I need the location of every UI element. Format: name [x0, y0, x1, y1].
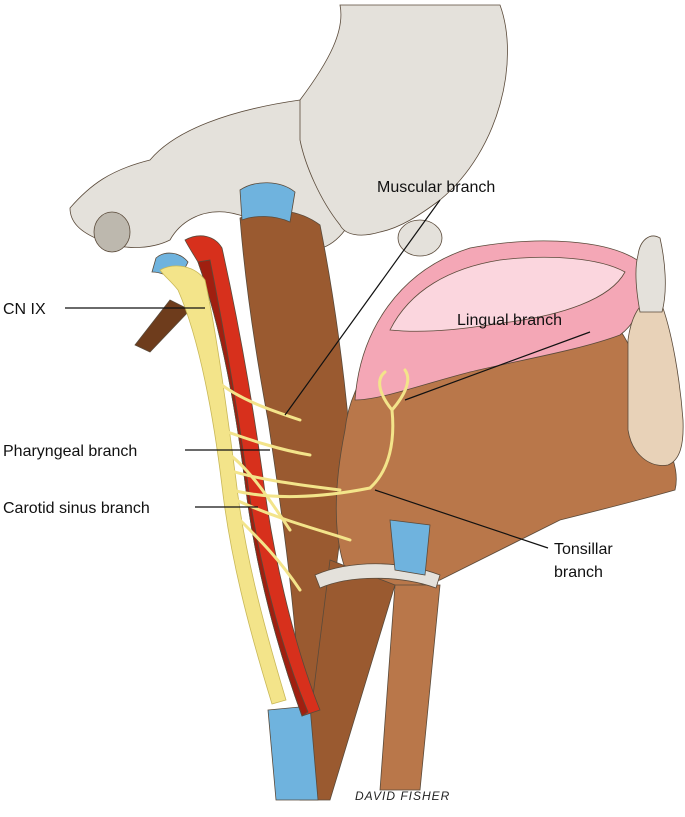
leader-lingual [404, 331, 591, 401]
label-cn-ix: CN IX [3, 301, 46, 318]
nerve-trunk [159, 265, 287, 705]
carotid-artery-shade [197, 259, 309, 717]
leader-lines [65, 199, 591, 549]
mastoid-process [93, 211, 131, 253]
nerve-branches [213, 368, 410, 592]
skull-bone-right [299, 4, 508, 236]
tongue-highlight [389, 256, 626, 332]
lingual-vein [389, 519, 431, 576]
bone-knob [397, 219, 443, 257]
nerve-branch-fiber [378, 370, 394, 412]
leader-muscular [284, 199, 441, 416]
veins [151, 182, 431, 801]
nerve-branch-fiber [390, 368, 410, 412]
vein-at-skull [239, 182, 296, 223]
nerve-branch-fiber [234, 498, 352, 542]
leader-tonsillar [374, 489, 549, 549]
lower-muscle-band-2 [379, 584, 441, 791]
mandible-section [627, 298, 684, 466]
label-tonsillar-line1: Tonsillar [554, 541, 613, 558]
nerve-branch-fiber [228, 453, 292, 532]
label-tonsillar-line2: branch [554, 564, 603, 581]
nerve-branch-fiber [238, 518, 302, 592]
artist-signature: DAVID FISHER [355, 789, 450, 803]
nerve-branch-fiber [226, 468, 342, 492]
internal-jugular-vein-bottom [267, 705, 319, 801]
tooth [635, 235, 666, 313]
tongue-region [335, 235, 684, 588]
label-pharyngeal-branch: Pharyngeal branch [3, 443, 137, 460]
cn-ix-nerve [159, 265, 410, 705]
nerve-branch-fiber [230, 486, 372, 499]
labels: Muscular branch CN IX Lingual branch Pha… [3, 179, 613, 803]
nerve-branch-fiber [213, 378, 302, 422]
nerve-branch-fiber [220, 428, 312, 457]
styloid-process [134, 299, 191, 353]
label-lingual-branch: Lingual branch [457, 312, 562, 329]
nerve-branch-fiber [368, 408, 395, 490]
label-muscular-branch: Muscular branch [377, 179, 495, 196]
label-carotid-sinus-branch: Carotid sinus branch [3, 500, 150, 517]
